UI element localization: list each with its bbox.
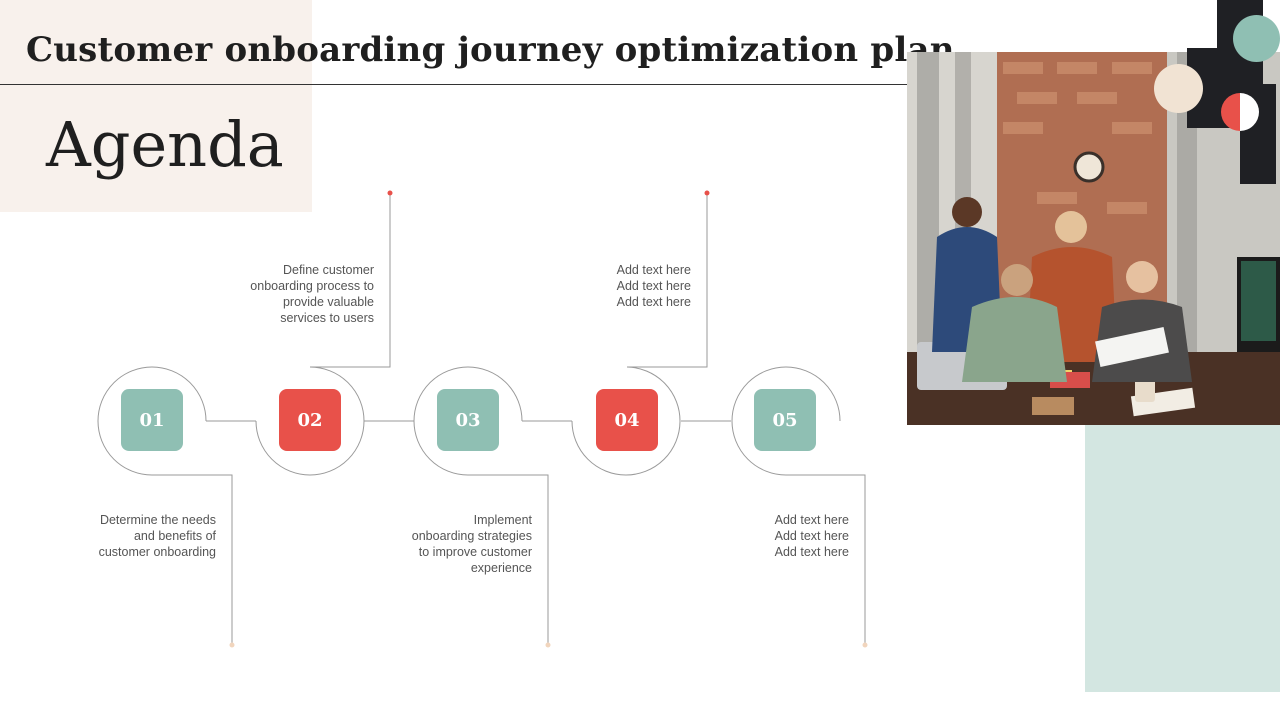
connector-dot-bottom [545,642,551,648]
step-02-description: Define customer onboarding process to pr… [214,262,374,326]
teal-circle-decoration [1233,15,1280,62]
step-05-description: Add text here Add text here Add text her… [689,512,849,560]
agenda-heading: Agenda [46,108,284,181]
step-03-description: Implement onboarding strategies to impro… [372,512,532,576]
half-circle-decoration [1221,93,1259,131]
description-line: Add text here [774,513,849,527]
step-03-box: 03 [437,389,499,451]
description-line: services to users [280,311,374,325]
step-number: 03 [455,409,481,431]
connector-dot-top [704,190,710,196]
step-04-description: Add text here Add text here Add text her… [531,262,691,310]
step-number: 04 [614,409,640,431]
description-line: onboarding strategies [411,529,532,543]
description-line: customer onboarding [98,545,216,559]
connector-dot-bottom [862,642,868,648]
description-line: provide valuable [282,295,374,309]
description-line: Add text here [616,279,691,293]
step-02-box: 02 [279,389,341,451]
step-number: 05 [772,409,798,431]
description-line: onboarding process to [250,279,374,293]
cream-circle-decoration [1154,64,1203,113]
step-01-description: Determine the needs and benefits of cust… [60,512,216,560]
connector-dot-bottom [229,642,235,648]
page-title: Customer onboarding journey optimization… [26,30,955,70]
mint-background-panel [1085,418,1280,692]
beige-background-panel [0,0,312,212]
description-line: and benefits of [133,529,216,543]
title-divider [0,84,908,85]
step-number: 01 [139,409,165,431]
description-line: Add text here [616,295,691,309]
description-line: Add text here [774,529,849,543]
description-line: Determine the needs [99,513,216,527]
description-line: Add text here [774,545,849,559]
step-04-box: 04 [596,389,658,451]
description-line: Implement [473,513,532,527]
description-line: to improve customer [418,545,532,559]
description-line: experience [470,561,532,575]
step-number: 02 [297,409,323,431]
description-line: Add text here [616,263,691,277]
step-05-box: 05 [754,389,816,451]
connector-dot-top [387,190,393,196]
description-line: Define customer [282,263,374,277]
step-01-box: 01 [121,389,183,451]
